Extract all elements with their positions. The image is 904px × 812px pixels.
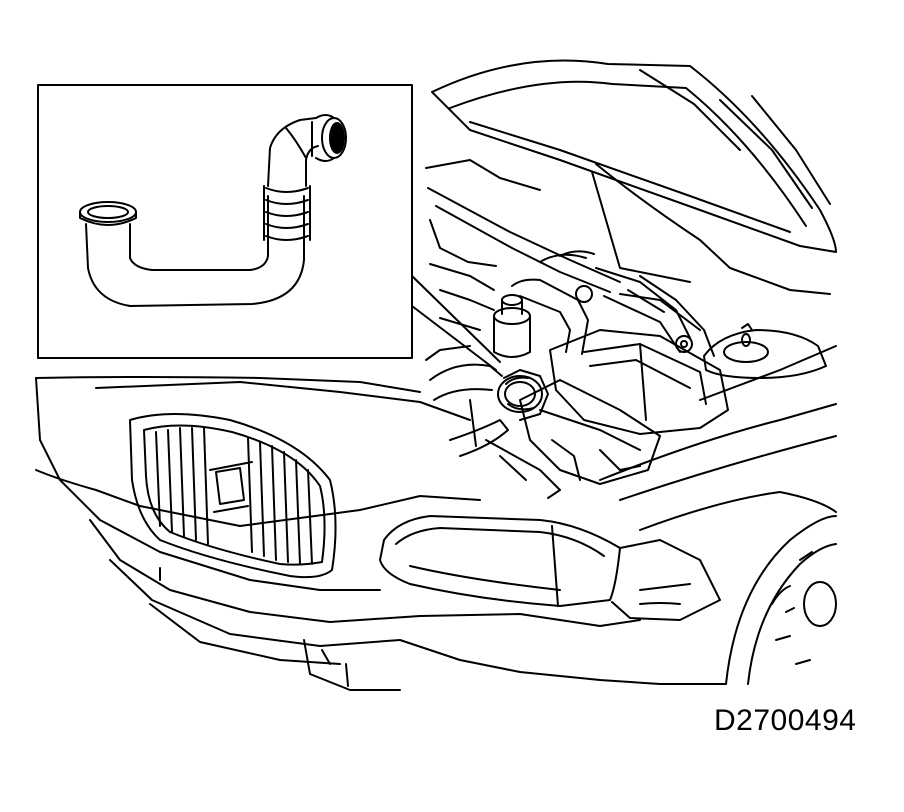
engine-bay — [425, 187, 827, 499]
inset-detail — [37, 84, 501, 371]
car-body — [35, 345, 837, 691]
open-hood — [425, 59, 837, 295]
grille-bars — [155, 427, 313, 565]
figure-code-label: D2700494 — [714, 704, 857, 737]
vehicle-illustration — [35, 59, 837, 691]
callout-leader-line — [411, 305, 497, 371]
air-intake-hose — [79, 114, 347, 307]
wheel — [725, 515, 837, 685]
callout-leader-line — [411, 275, 501, 363]
